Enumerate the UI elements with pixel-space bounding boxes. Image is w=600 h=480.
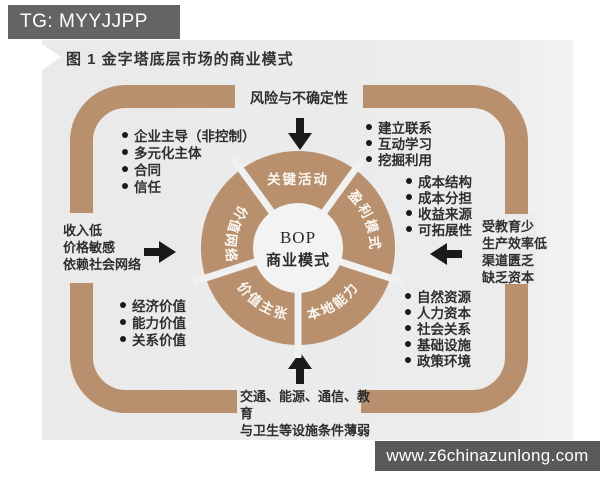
bullet-icon: [120, 335, 126, 342]
list-item: 互动学习: [366, 135, 432, 152]
list-item-label: 成本分担: [418, 191, 472, 206]
bullet-icon: [406, 178, 412, 184]
list-item-label: 多元化主体: [134, 145, 202, 161]
list-item: 建立联系: [366, 119, 432, 136]
list-resources: 自然资源 人力资本 社会关系 基础设施 政策环境: [405, 288, 471, 369]
note-line: 依赖社会网络: [63, 257, 142, 272]
bullet-icon: [120, 301, 126, 308]
list-item: 政策环境: [405, 352, 471, 369]
bullet-icon: [405, 309, 411, 315]
note-line: 生产效率低: [482, 236, 548, 251]
note-infrastructure: 交通、能源、通信、教育 与卫生等设施条件薄弱: [240, 388, 370, 439]
list-item-label: 互动学习: [378, 137, 432, 152]
list-item: 人力资本: [405, 304, 471, 321]
list-item-label: 建立联系: [378, 121, 432, 136]
list-item: 可拓展性: [406, 221, 472, 238]
bullet-icon: [366, 140, 372, 146]
center-label-model: 商业模式: [266, 251, 330, 269]
list-item-label: 收益来源: [418, 207, 472, 222]
bullet-icon: [405, 293, 411, 299]
list-item: 自然资源: [405, 288, 471, 305]
bullet-icon: [406, 210, 412, 216]
bullet-icon: [405, 341, 411, 347]
list-item-label: 能力价值: [132, 315, 186, 331]
arrow-right-icon: [144, 241, 176, 263]
list-item-label: 经济价值: [132, 298, 186, 314]
list-item-label: 政策环境: [417, 354, 471, 369]
list-item-label: 企业主导（非控制）: [134, 128, 256, 144]
list-item: 信任: [122, 177, 256, 195]
frame-gap-left: [62, 213, 100, 283]
list-item: 多元化主体: [122, 143, 256, 161]
note-risk: 风险与不确定性: [250, 90, 348, 106]
frame-gap-top: [235, 80, 363, 114]
frame-gap-bottom: [237, 385, 361, 419]
list-item: 成本结构: [406, 173, 472, 190]
arrow-down-icon: [288, 118, 312, 150]
list-item-label: 关系价值: [132, 332, 186, 348]
bop-donut-chart: 关键活动 盈利模式 价值网络 价值主张 本地能力 BOP 商业模式: [188, 138, 408, 363]
list-item: 关系价值: [120, 330, 186, 348]
list-item: 成本分担: [406, 189, 472, 206]
note-line: 渠道匮乏: [482, 253, 535, 268]
tg-badge: TG: MYYJJPP: [8, 5, 180, 39]
note-line: 交通、能源、通信、教育: [240, 389, 371, 421]
frame-gap-right: [498, 214, 536, 284]
bullet-icon: [406, 226, 412, 232]
list-enterprise: 企业主导（非控制） 多元化主体 合同 信任: [122, 126, 256, 195]
bullet-icon: [406, 194, 412, 200]
note-line: 价格敏感: [63, 240, 116, 255]
bullet-icon: [366, 156, 372, 162]
bullet-icon: [122, 165, 128, 172]
bullet-icon: [122, 182, 128, 189]
list-item: 能力价值: [120, 313, 186, 331]
list-item-label: 社会关系: [417, 322, 471, 337]
list-item: 收益来源: [406, 205, 472, 222]
note-income: 收入低 价格敏感 依赖社会网络: [63, 222, 158, 273]
list-item-label: 合同: [134, 162, 161, 178]
list-linkage: 建立联系 互动学习 挖掘利用: [366, 119, 432, 168]
donut-center: [253, 203, 343, 293]
list-item-label: 基础设施: [417, 338, 471, 353]
arrow-left-icon: [430, 243, 462, 265]
list-item: 挖掘利用: [366, 151, 432, 168]
list-item: 基础设施: [405, 336, 471, 353]
note-line: 与卫生等设施条件薄弱: [240, 423, 371, 438]
list-item: 社会关系: [405, 320, 471, 337]
watermark: www.z6chinazunlong.com: [375, 441, 600, 471]
note-line: 收入低: [63, 223, 103, 238]
segment-key-activities: 关键活动: [267, 171, 329, 187]
note-education: 受教育少 生产效率低 渠道匮乏 缺乏资本: [482, 218, 572, 286]
list-cost: 成本结构 成本分担 收益来源 可拓展性: [406, 173, 472, 238]
note-line: 缺乏资本: [482, 270, 535, 285]
list-item-label: 成本结构: [418, 175, 472, 190]
panel-notch-icon: [42, 44, 61, 70]
bullet-icon: [122, 148, 128, 155]
figure-title: 图 1 金字塔底层市场的商业模式: [66, 51, 294, 68]
center-label-bop: BOP: [280, 228, 316, 247]
bullet-icon: [122, 131, 128, 138]
list-item: 经济价值: [120, 296, 186, 314]
bullet-icon: [405, 325, 411, 331]
list-item-label: 信任: [134, 179, 161, 195]
bullet-icon: [120, 318, 126, 325]
bullet-icon: [405, 357, 411, 363]
list-item-label: 自然资源: [417, 290, 471, 305]
list-item-label: 人力资本: [417, 306, 471, 321]
list-item: 合同: [122, 160, 256, 178]
list-item-label: 挖掘利用: [378, 153, 432, 168]
list-value: 经济价值 能力价值 关系价值: [120, 296, 186, 348]
bullet-icon: [366, 124, 372, 130]
list-item: 企业主导（非控制）: [122, 126, 256, 144]
note-line: 受教育少: [482, 219, 535, 234]
arrow-up-icon: [288, 352, 312, 384]
list-item-label: 可拓展性: [418, 223, 472, 238]
